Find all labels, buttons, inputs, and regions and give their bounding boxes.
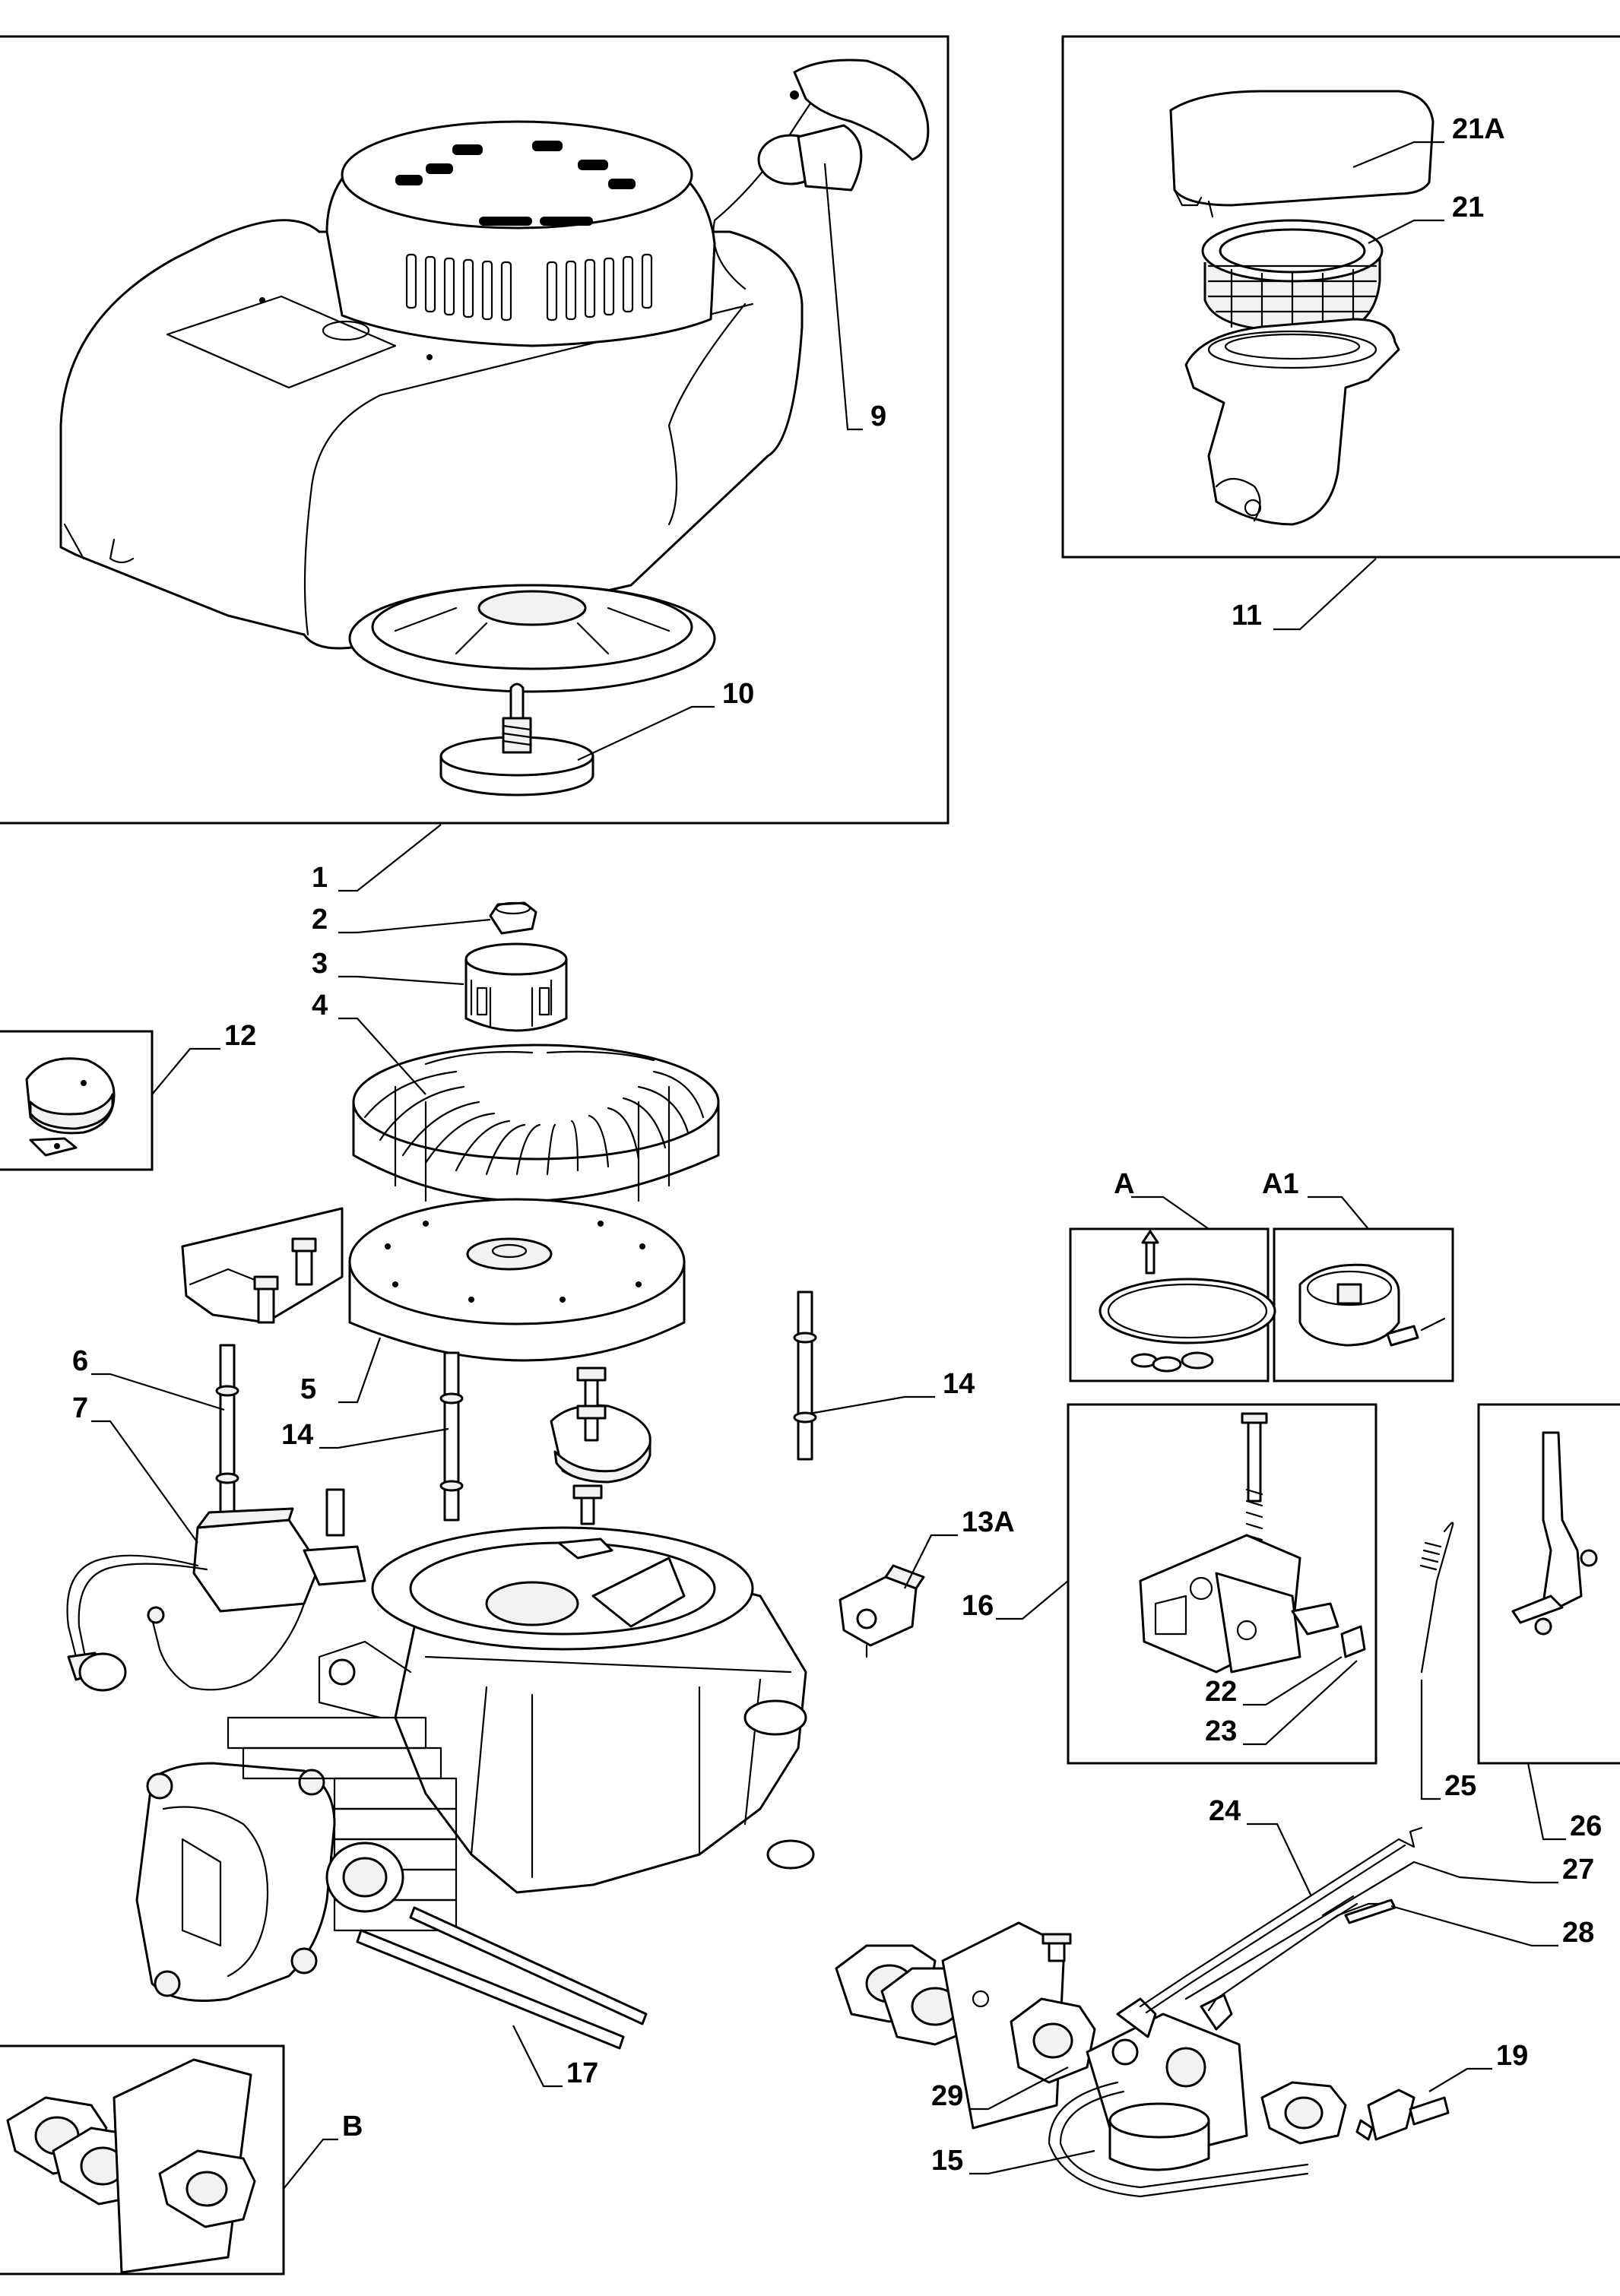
flywheel-nut [489,901,537,935]
mounting-stud-14-left [439,1351,464,1522]
carburetor [1048,1994,1309,2198]
pushrods [356,1906,648,2050]
callout-7: 7 [72,1392,88,1424]
mounting-stud-14-right [793,1291,817,1461]
callout-15: 15 [931,2145,963,2177]
callout-28: 28 [1562,1917,1594,1949]
callout-25: 25 [1444,1770,1476,1802]
air-filter-assembly-frame [1061,35,1620,559]
callout-12: 12 [224,1020,256,1052]
callout-2: 2 [312,904,328,936]
kit-A-parts [1098,1230,1276,1373]
cooling-fan [352,1043,720,1202]
callout-14-right: 14 [943,1368,975,1400]
starter-cup [464,942,568,1032]
link-26-frame [1477,1403,1620,1765]
carburetor-gasket [1260,2081,1347,2145]
brake-pad-assembly [550,1367,651,1560]
air-baffle-plate [181,1207,344,1324]
governor-control-assembly [1139,1412,1366,1674]
throttle-link-24 [1139,1826,1423,2014]
callout-1: 1 [312,862,328,894]
recoil-starter-housing [59,120,804,693]
callout-29: 29 [931,2080,963,2112]
callout-22: 22 [1205,1676,1237,1708]
callout-26: 26 [1570,1810,1602,1842]
callout-27: 27 [1562,1854,1594,1886]
callout-13A: 13A [962,1506,1015,1538]
callout-B: B [342,2111,363,2142]
governor-link-28 [1207,1899,1396,2012]
air-filter-base [1184,318,1400,526]
callout-6: 6 [72,1345,88,1377]
intake-gasket-spacer-set [835,1921,1096,2130]
callout-4: 4 [312,990,328,1021]
starter-handle [712,59,930,290]
governor-assembly-frame [1067,1403,1377,1765]
callout-9: 9 [870,401,886,432]
kit-A1-parts [1298,1263,1446,1347]
callout-5: 5 [300,1373,316,1405]
callout-11: 11 [1232,600,1262,632]
ignition-grounding-kit [25,1057,116,1157]
callout-23: 23 [1205,1715,1237,1747]
starter-pawl-cup [439,682,594,796]
callout-14-left: 14 [281,1419,313,1451]
gasket-kit-B-parts [6,2058,256,2274]
callout-A1: A1 [1262,1168,1299,1200]
callout-3: 3 [312,948,328,980]
callout-10: 10 [722,678,754,710]
ignition-coil [66,1488,366,1692]
gasket-kit-B-frame [0,2044,285,2275]
callout-labels: 21A 21 9 11 10 1 2 3 4 12 A A1 6 7 5 14 … [72,113,1602,2177]
engine-crankcase-block [318,1526,815,1894]
mounting-stud-6 [215,1344,239,1514]
governor-link-bracket [1511,1431,1598,1636]
callout-16: 16 [962,1590,994,1622]
fuel-fitting [1355,2089,1450,2141]
choke-link-27 [1184,1861,1461,2000]
callout-19: 19 [1496,2040,1528,2072]
callout-21: 21 [1452,192,1484,223]
governor-spring [1419,1522,1454,1674]
cylinder-head [135,1716,458,2002]
stop-switch [839,1564,925,1658]
air-filter-cover [1169,90,1435,218]
callout-24: 24 [1209,1795,1241,1827]
callout-A: A [1114,1168,1134,1200]
air-filter-element [1201,219,1384,332]
callout-21A: 21A [1452,113,1505,145]
starter-assembly-frame [0,35,949,825]
flywheel [348,1198,686,1362]
leader-lines [91,141,1566,2190]
kit-12-frame [0,1030,154,1171]
callout-17: 17 [566,2057,598,2089]
